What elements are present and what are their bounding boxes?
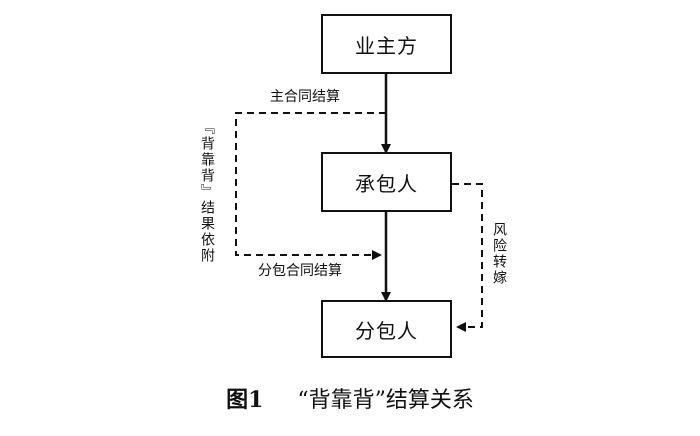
subcontractor-node: 分包人 — [321, 300, 452, 358]
contractor-node: 承包人 — [321, 152, 452, 212]
contractor-node-label: 承包人 — [355, 171, 418, 196]
sub-contract-label: 分包合同结算 — [258, 263, 342, 279]
main-contract-label: 主合同结算 — [270, 89, 340, 105]
subcontractor-node-label: 分包人 — [355, 318, 418, 343]
owner-node: 业主方 — [321, 14, 452, 74]
back-to-back-dashed-path — [235, 112, 386, 260]
figure-caption: 图1 “背靠背”结算关系 — [0, 382, 700, 414]
owner-node-label: 业主方 — [355, 33, 418, 58]
figure-title: “背靠背”结算关系 — [297, 388, 474, 413]
back-to-back-label: 『背靠背』结果依附 — [199, 120, 215, 264]
risk-transfer-dashed-path — [452, 183, 483, 332]
figure-number: 图1 — [226, 387, 264, 413]
risk-transfer-label: 风险转嫁 — [491, 222, 507, 286]
